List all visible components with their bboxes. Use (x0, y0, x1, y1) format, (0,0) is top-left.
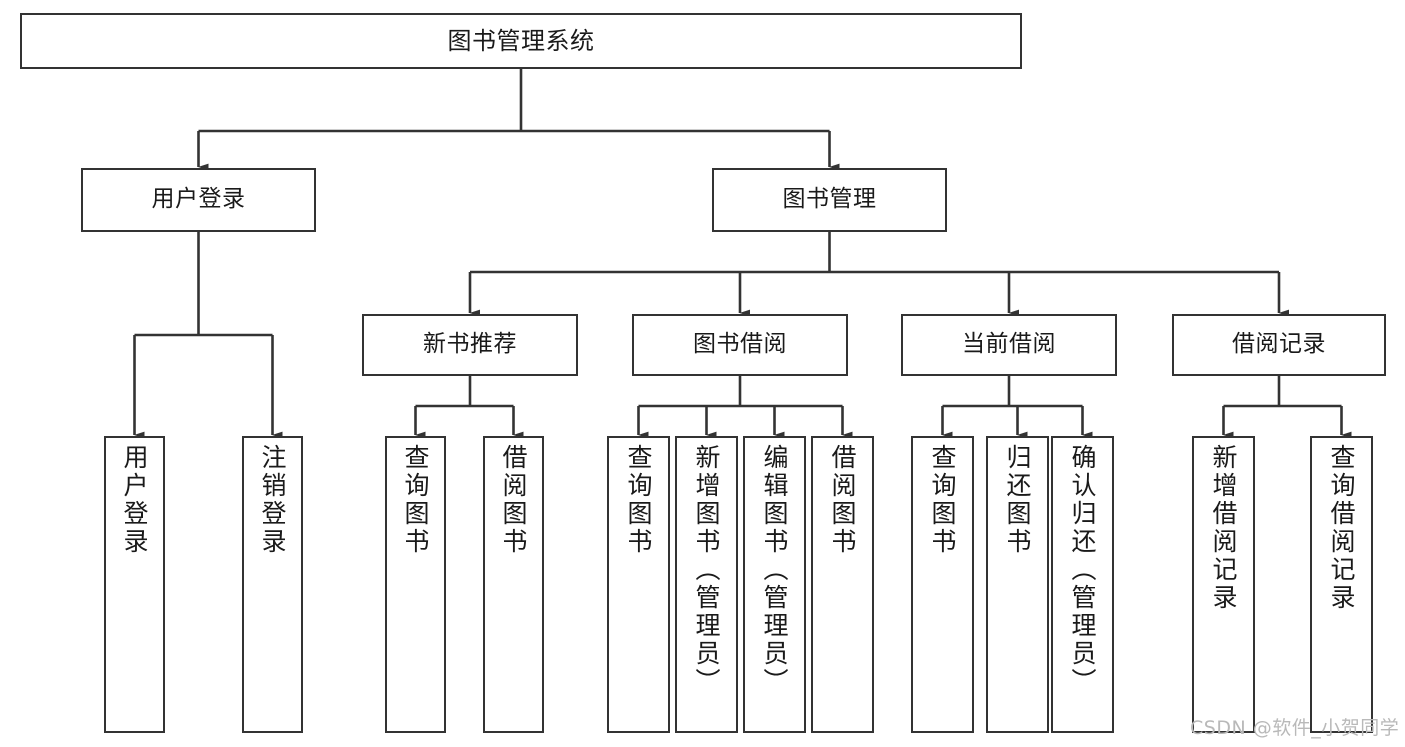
node-leaf-add-book[interactable]: 新增图书（管理员） (675, 436, 738, 733)
node-leaf-add-book-label: 新增图书（管理员） (692, 444, 721, 696)
node-leaf-borrow-book-2-label: 借阅图书 (828, 444, 857, 556)
node-leaf-query-book-1-label: 查询图书 (401, 444, 430, 556)
node-borrow-record-label: 借阅记录 (1232, 331, 1326, 358)
node-leaf-user-logout[interactable]: 注销登录 (242, 436, 303, 733)
node-leaf-user-logout-label: 注销登录 (258, 444, 287, 556)
node-leaf-borrow-book-1-label: 借阅图书 (499, 444, 528, 556)
node-leaf-query-book-1[interactable]: 查询图书 (385, 436, 446, 733)
node-leaf-query-book-3[interactable]: 查询图书 (911, 436, 974, 733)
node-leaf-borrow-book-2[interactable]: 借阅图书 (811, 436, 874, 733)
node-leaf-confirm-return[interactable]: 确认归还（管理员） (1051, 436, 1114, 733)
node-leaf-return-book[interactable]: 归还图书 (986, 436, 1049, 733)
node-leaf-confirm-return-label: 确认归还（管理员） (1068, 444, 1097, 696)
node-new-book-recommend-label: 新书推荐 (423, 331, 517, 358)
node-leaf-query-borrow-record[interactable]: 查询借阅记录 (1310, 436, 1373, 733)
node-leaf-query-book-2-label: 查询图书 (624, 444, 653, 556)
node-user-login-label: 用户登录 (151, 186, 246, 213)
edge-paths (133, 69, 1352, 439)
node-leaf-return-book-label: 归还图书 (1003, 444, 1032, 556)
node-leaf-edit-book-label: 编辑图书（管理员） (760, 444, 789, 696)
node-borrow-record[interactable]: 借阅记录 (1172, 314, 1386, 376)
node-current-borrow[interactable]: 当前借阅 (901, 314, 1117, 376)
node-leaf-add-borrow-record-label: 新增借阅记录 (1209, 444, 1238, 612)
node-book-borrow[interactable]: 图书借阅 (632, 314, 848, 376)
node-current-borrow-label: 当前借阅 (962, 331, 1056, 358)
node-leaf-query-book-2[interactable]: 查询图书 (607, 436, 670, 733)
node-leaf-add-borrow-record[interactable]: 新增借阅记录 (1192, 436, 1255, 733)
node-root[interactable]: 图书管理系统 (20, 13, 1022, 69)
node-book-borrow-label: 图书借阅 (693, 331, 787, 358)
node-new-book-recommend[interactable]: 新书推荐 (362, 314, 578, 376)
node-user-login[interactable]: 用户登录 (81, 168, 316, 232)
node-leaf-query-borrow-record-label: 查询借阅记录 (1327, 444, 1356, 612)
node-leaf-borrow-book-1[interactable]: 借阅图书 (483, 436, 544, 733)
node-leaf-query-book-3-label: 查询图书 (928, 444, 957, 556)
node-book-manage-label: 图书管理 (782, 186, 877, 213)
watermark-text: CSDN @软件_小贺同学 (1190, 717, 1400, 739)
node-root-label: 图书管理系统 (447, 26, 595, 55)
node-leaf-user-login[interactable]: 用户登录 (104, 436, 165, 733)
node-book-manage[interactable]: 图书管理 (712, 168, 947, 232)
node-leaf-user-login-label: 用户登录 (120, 444, 149, 556)
node-leaf-edit-book[interactable]: 编辑图书（管理员） (743, 436, 806, 733)
